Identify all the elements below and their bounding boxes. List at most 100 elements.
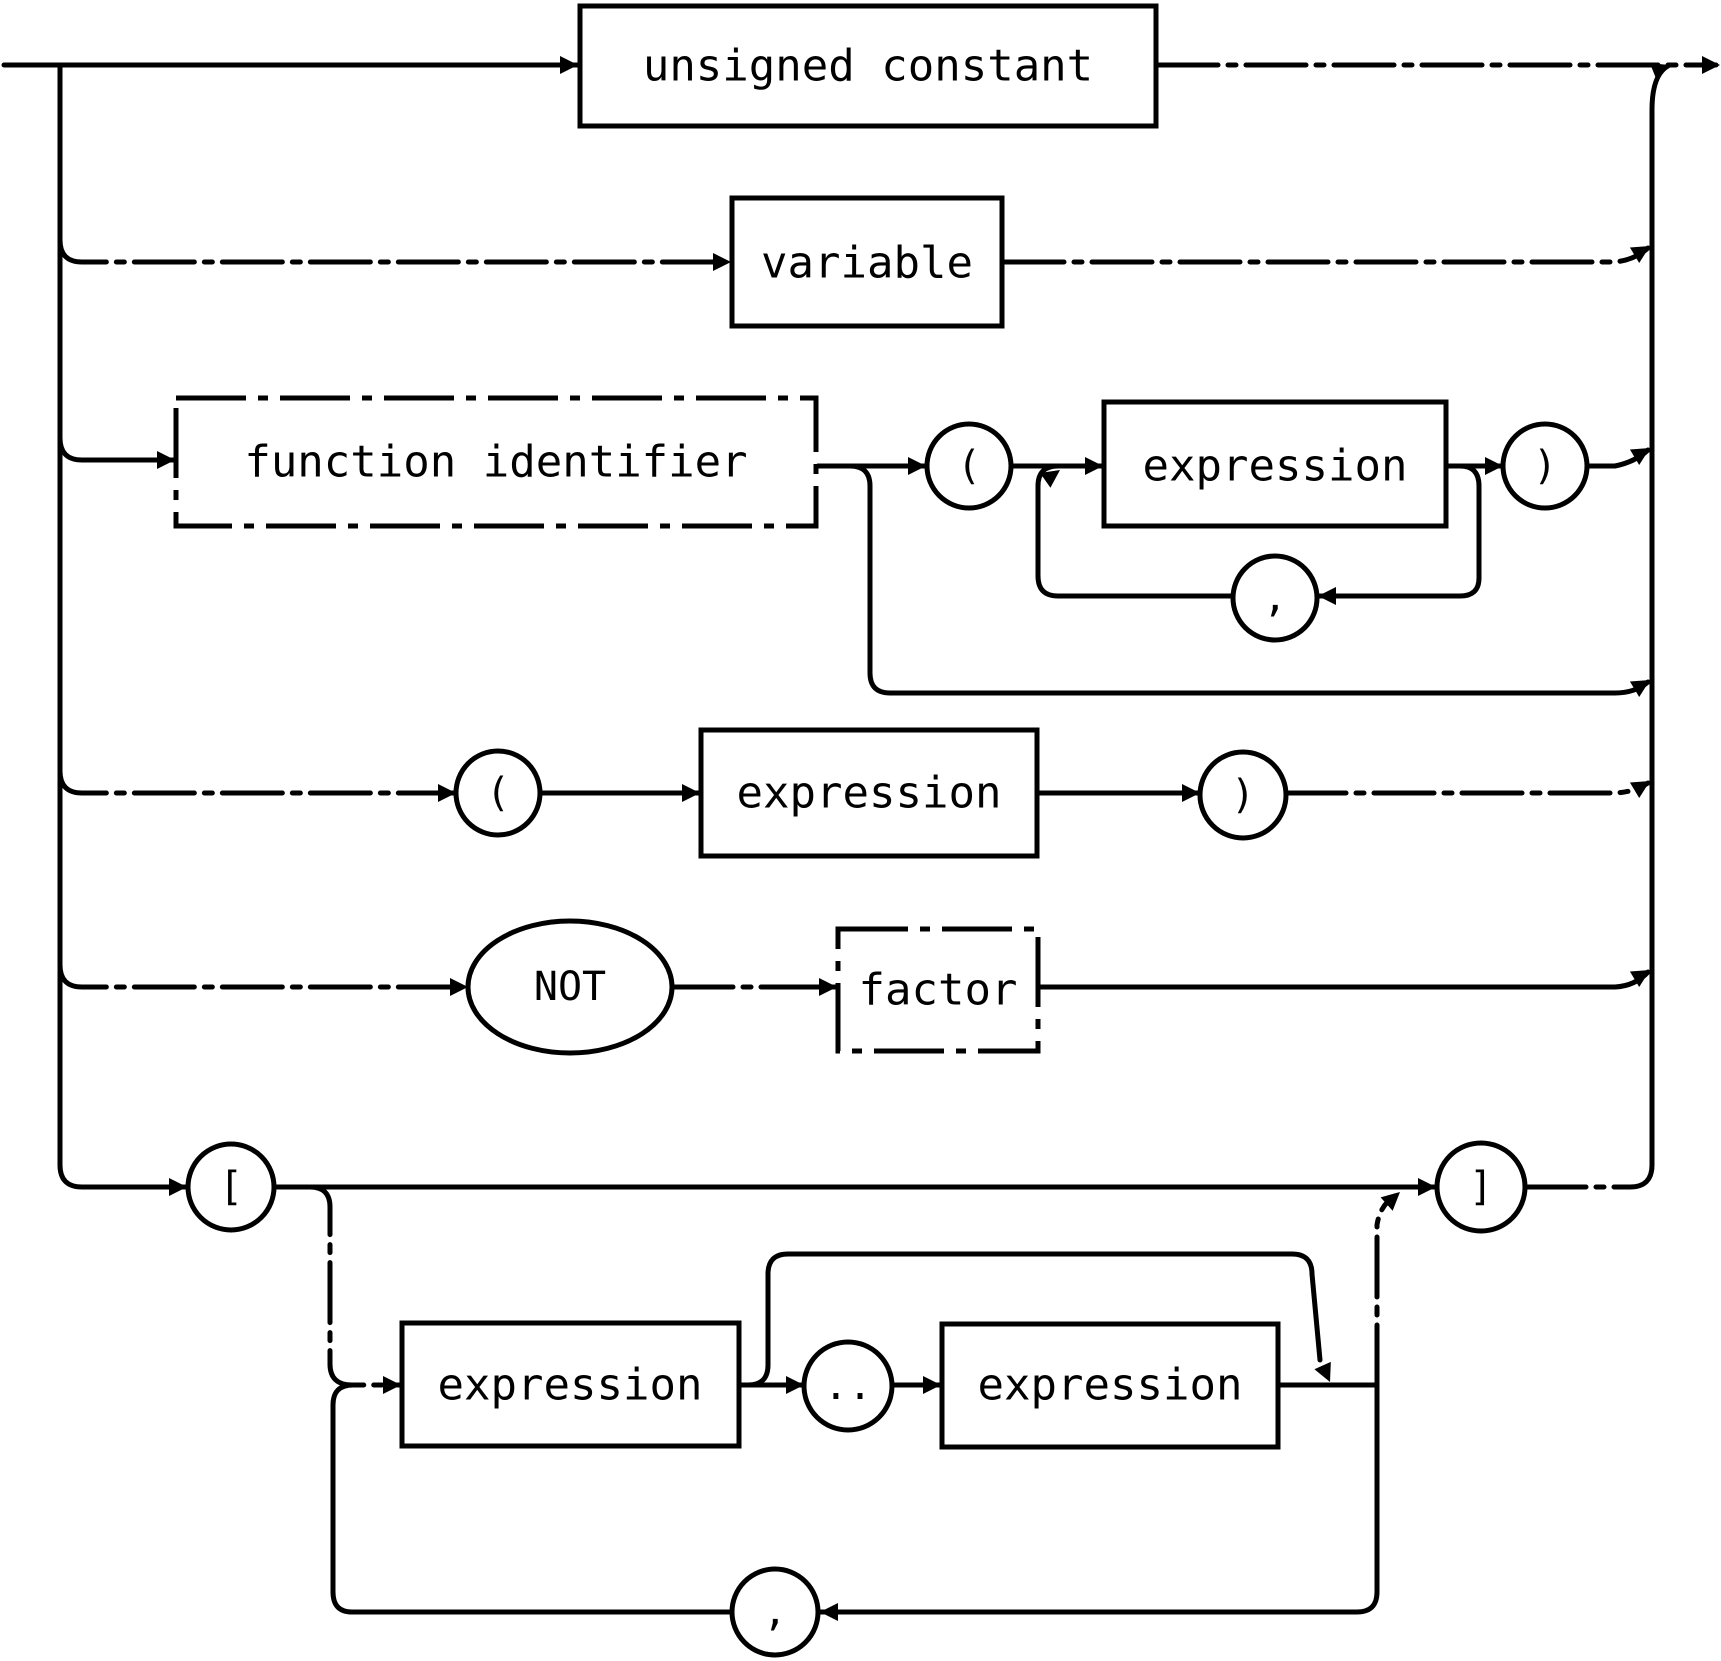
- arrow-set-up-to-line: [1380, 1192, 1400, 1211]
- set-open-circle: [185, 1141, 277, 1233]
- set-expression-high-label: expression: [978, 1360, 1243, 1411]
- terminal-call-open: (: [924, 421, 1014, 511]
- call-comma-loop-line: [1315, 463, 1482, 599]
- arrow-call-comma-return: [1040, 470, 1060, 488]
- set-expression-low-box: [399, 1320, 742, 1449]
- call-close-circle: [1500, 421, 1590, 511]
- set-comma-circle: [729, 1566, 821, 1658]
- arrow-into-paren-open: [438, 784, 456, 802]
- set-close-circle: [1434, 1140, 1528, 1234]
- not-label: NOT: [534, 964, 606, 1010]
- unsigned-constant-label: unsigned constant: [643, 41, 1093, 92]
- connector-lines: [1, 62, 1719, 1615]
- unsigned-constant-box: [577, 3, 1159, 129]
- arrow-into-set-open: [169, 1178, 187, 1196]
- set-expression-low-label: expression: [438, 1360, 703, 1411]
- set-expression-high-box: [939, 1321, 1281, 1450]
- call-open-circle: [924, 421, 1014, 511]
- variable-entry-line: [57, 237, 733, 265]
- variable-exit-line: [1001, 245, 1651, 265]
- call-expression-box: [1101, 399, 1449, 529]
- paren-entry-line: [57, 768, 458, 796]
- set-close-label: ]: [1469, 1164, 1493, 1210]
- arrow-into-factor: [819, 978, 837, 996]
- terminal-set-open: [: [185, 1141, 277, 1233]
- factor-label: factor: [859, 965, 1018, 1016]
- arrow-bypass-to-rail: [1629, 680, 1650, 697]
- paren-open-label: (: [486, 770, 510, 816]
- call-close-label: ): [1533, 443, 1557, 489]
- not-oval: [465, 918, 675, 1056]
- arrow-rail-to-exit: [1649, 63, 1670, 81]
- arrow-into-variable: [713, 253, 731, 271]
- range-bypass-line: [745, 1251, 1323, 1388]
- arrow-factor-to-rail: [1629, 970, 1650, 987]
- arrow-into-paren-expression: [682, 784, 700, 802]
- arrow-into-not: [450, 978, 468, 996]
- arrowheads: [157, 56, 1720, 1621]
- terminal-paren-close: ): [1197, 749, 1289, 841]
- node-unsigned-constant: unsigned constant: [577, 3, 1159, 129]
- set-comma-return-line: [330, 1382, 735, 1615]
- terminal-set-close: ]: [1434, 1140, 1528, 1234]
- arrow-into-set-expression-high: [923, 1376, 941, 1394]
- left-rail: [57, 62, 189, 1190]
- arrow-into-unsigned-constant: [560, 56, 578, 74]
- set-close-exit-line: [1523, 1162, 1655, 1190]
- arrow-exit: [1702, 56, 1720, 74]
- set-up-line: [1374, 1193, 1398, 1388]
- arrow-into-set-expression-low: [383, 1376, 401, 1394]
- call-comma-return-line: [1035, 463, 1236, 599]
- arrow-paren-to-rail: [1629, 781, 1650, 798]
- arrow-into-call-expression: [1085, 457, 1103, 475]
- paren-expression-box: [698, 727, 1040, 859]
- node-call-expression: expression: [1101, 399, 1449, 529]
- factor-box: [835, 926, 1041, 1054]
- set-comma-label: ,: [763, 1589, 787, 1635]
- arrow-into-range: [786, 1376, 804, 1394]
- terminal-call-close: ): [1500, 421, 1590, 511]
- terminal-call-comma: ,: [1230, 553, 1320, 643]
- arrow-into-set-comma: [820, 1603, 838, 1621]
- paren-open-circle: [453, 748, 543, 838]
- set-open-label: [: [219, 1164, 243, 1210]
- terminal-not: NOT: [465, 918, 675, 1056]
- call-expression-label: expression: [1143, 441, 1408, 492]
- arrow-into-call-open: [908, 457, 926, 475]
- paren-expression-label: expression: [737, 768, 1002, 819]
- terminal-range: ..: [801, 1339, 895, 1433]
- arrow-into-paren-close: [1182, 784, 1200, 802]
- function-bypass-line: [847, 463, 1651, 696]
- node-set-expression-high: expression: [939, 1321, 1281, 1450]
- terminal-set-comma: ,: [729, 1566, 821, 1658]
- node-function-identifier: function identifier: [173, 395, 819, 529]
- not-entry-line: [57, 962, 470, 990]
- terminal-paren-open: (: [453, 748, 543, 838]
- range-label: ..: [824, 1363, 872, 1409]
- set-comma-loop-line: [817, 1382, 1380, 1615]
- function-identifier-box: [173, 395, 819, 529]
- node-paren-expression: expression: [698, 727, 1040, 859]
- paren-close-exit-line: [1283, 780, 1651, 796]
- call-comma-label: ,: [1263, 575, 1287, 621]
- arrow-into-call-close: [1485, 457, 1503, 475]
- variable-box: [729, 195, 1005, 329]
- factor-exit-line: [1037, 969, 1651, 990]
- node-factor: factor: [835, 926, 1041, 1054]
- arrow-range-bypass: [1314, 1361, 1331, 1382]
- arrow-variable-to-rail: [1629, 246, 1650, 263]
- arrow-into-call-comma: [1318, 587, 1336, 605]
- paren-close-circle: [1197, 749, 1289, 841]
- node-set-expression-low: expression: [399, 1320, 742, 1449]
- right-rail: [1649, 63, 1671, 1168]
- set-branch-down-line: [307, 1184, 403, 1388]
- paren-close-label: ): [1231, 772, 1255, 818]
- node-variable: variable: [729, 195, 1005, 329]
- call-comma-circle: [1230, 553, 1320, 643]
- function-identifier-label: function identifier: [244, 437, 747, 488]
- arrow-into-function-identifier: [157, 451, 175, 469]
- arrow-call-to-rail: [1629, 448, 1650, 465]
- function-entry-line: [57, 435, 177, 463]
- range-circle: [801, 1339, 895, 1433]
